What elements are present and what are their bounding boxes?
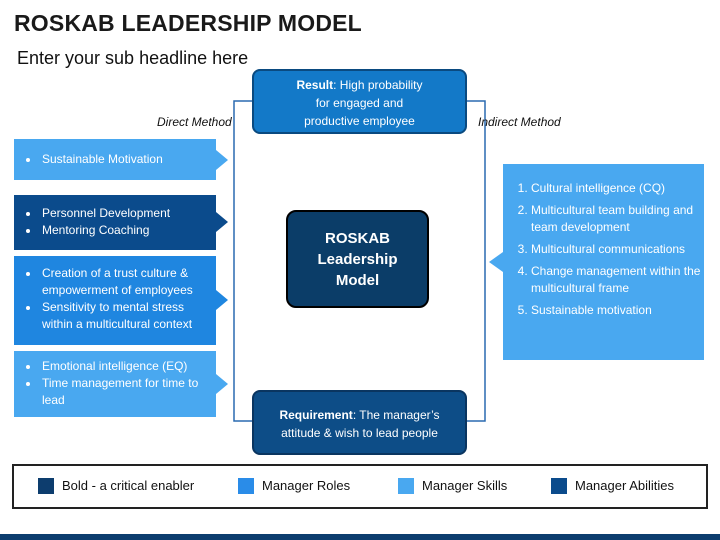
legend-label: Manager Skills <box>422 478 508 493</box>
legend-item-manager-roles: Manager Roles <box>238 477 351 495</box>
left-box-arrow <box>216 150 228 170</box>
requirement-rest: : The manager’s <box>352 408 440 422</box>
legend-label: Bold - a critical enabler <box>62 478 195 493</box>
right-bracket <box>467 100 486 422</box>
legend-swatch <box>238 477 254 494</box>
legend-item-manager-abilities: Manager Abilities <box>551 477 674 495</box>
left-box-arrow <box>216 290 228 310</box>
indirect-method-label: Indirect Method <box>478 115 561 129</box>
footer-bar <box>0 534 720 540</box>
legend-label: Manager Abilities <box>575 478 674 493</box>
result-rest: : High probability <box>333 78 423 92</box>
legend-item-critical-enabler: Bold - a critical enabler <box>38 477 195 495</box>
center-line-1: ROSKAB <box>324 230 390 247</box>
result-line-1: Result: High probability <box>254 76 465 94</box>
center-line-2: Leadership <box>317 251 398 268</box>
requirement-box: Requirement: The manager’s attitude & wi… <box>252 390 467 455</box>
left-box-trust-culture: Creation of a trust culture & empowermen… <box>14 256 216 345</box>
legend-item-manager-skills: Manager Skills <box>398 477 508 495</box>
legend-swatch <box>38 477 54 494</box>
left-box-item: Personnel Development <box>40 205 216 222</box>
center-model-box: ROSKAB Leadership Model <box>286 210 429 308</box>
left-box-emotional: Emotional intelligence (EQ) Time managem… <box>14 351 216 417</box>
right-list-item: Cultural intelligence (CQ) <box>531 180 704 197</box>
requirement-line-2: attitude & wish to lead people <box>281 426 438 440</box>
left-box-item: Creation of a trust culture & empowermen… <box>40 265 216 299</box>
page-title: ROSKAB LEADERSHIP MODEL <box>14 10 362 36</box>
result-box: Result: High probability for engaged and… <box>252 69 467 134</box>
left-box-item: Emotional intelligence (EQ) <box>40 358 216 375</box>
left-box-item: Sensitivity to mental stress within a mu… <box>40 299 216 333</box>
result-line-2: for engaged and <box>315 96 404 110</box>
result-bold: Result <box>296 78 334 92</box>
left-box-item: Mentoring Coaching <box>40 222 216 239</box>
legend-label: Manager Roles <box>262 478 351 493</box>
legend: Bold - a critical enabler Manager Roles … <box>12 464 708 509</box>
requirement-line-1: Requirement: The manager’s <box>254 406 465 424</box>
result-line-3: productive employee <box>304 114 415 128</box>
requirement-bold: Requirement <box>279 408 353 422</box>
right-box-indirect-list: Cultural intelligence (CQ) Multicultural… <box>503 164 704 360</box>
right-box-arrow <box>489 252 503 272</box>
left-box-arrow <box>216 374 228 394</box>
right-list-item: Multicultural communications <box>531 241 704 258</box>
page-subtitle: Enter your sub headline here <box>17 48 249 68</box>
legend-swatch <box>551 477 567 494</box>
left-box-development: Personnel Development Mentoring Coaching <box>14 195 216 250</box>
left-box-arrow <box>216 212 228 232</box>
left-box-item: Time management for time to lead <box>40 375 216 409</box>
legend-swatch <box>398 477 414 494</box>
right-list-item: Sustainable motivation <box>531 302 704 319</box>
center-line-3: Model <box>335 272 380 289</box>
left-bracket <box>233 100 252 422</box>
right-list-item: Multicultural team building and team dev… <box>531 202 704 236</box>
right-list-item: Change management within the multicultur… <box>531 263 704 297</box>
left-box-motivation: Sustainable Motivation <box>14 139 216 180</box>
direct-method-label: Direct Method <box>157 115 232 129</box>
left-box-item: Sustainable Motivation <box>40 151 216 168</box>
